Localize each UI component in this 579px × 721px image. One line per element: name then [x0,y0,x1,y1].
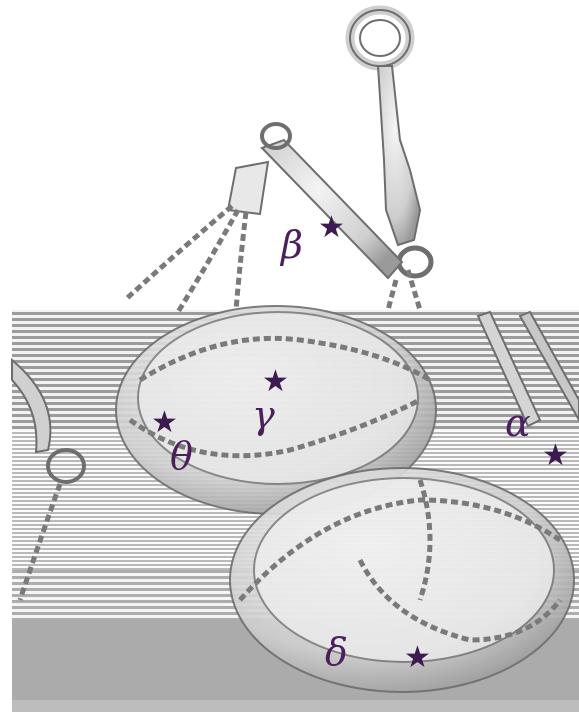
label-theta: θ [170,437,193,475]
star-marker-delta: ★ [404,643,431,673]
balance-arm [228,124,402,278]
star-marker-alpha: ★ [542,441,569,471]
star-marker-gamma: ★ [262,367,289,397]
label-delta: δ [325,633,348,671]
right-pan [230,468,574,692]
label-gamma: γ [252,396,275,434]
label-beta: β [281,226,303,264]
label-alpha: α [505,404,531,442]
star-marker-beta: ★ [318,213,345,243]
star-marker-theta: ★ [151,408,178,438]
